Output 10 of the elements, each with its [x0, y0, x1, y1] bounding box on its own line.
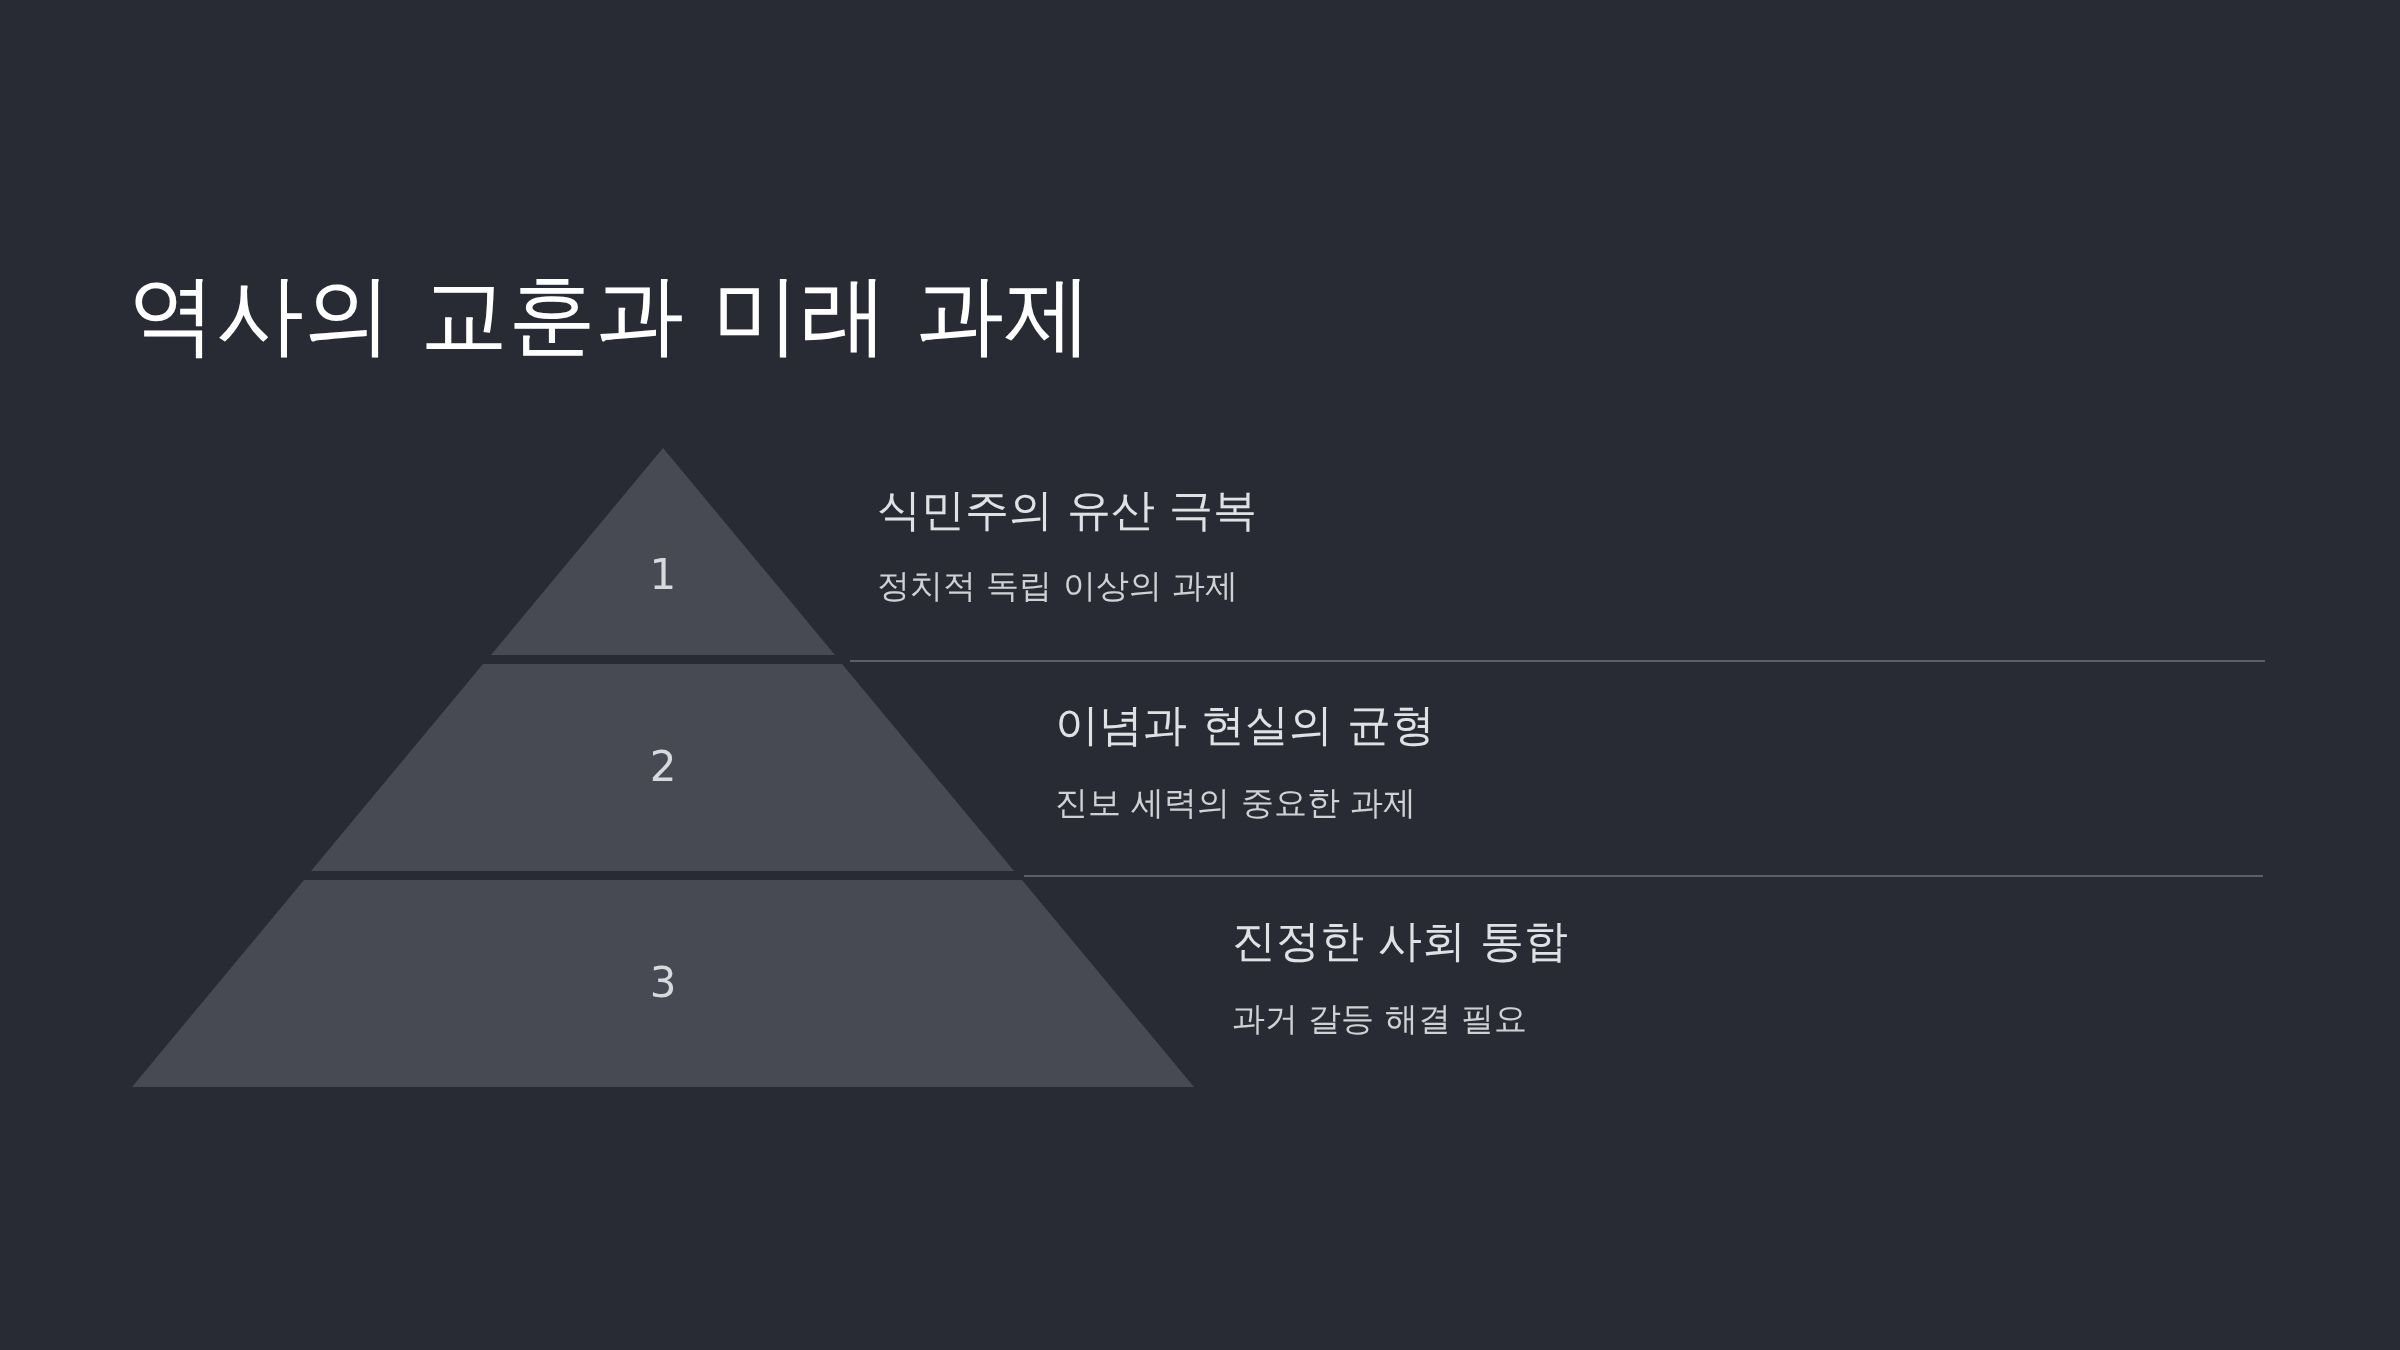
tier-heading: 식민주의 유산 극복 [877, 484, 1257, 537]
tier-description: 과거 갈등 해결 필요 [1232, 999, 1528, 1039]
tier-heading: 진정한 사회 통합 [1232, 915, 1568, 968]
tier-number: 3 [648, 962, 678, 1004]
tier-heading: 이념과 현실의 균형 [1055, 699, 1435, 752]
tier-description: 진보 세력의 중요한 과제 [1055, 783, 1417, 823]
tier-number: 1 [648, 554, 678, 596]
slide-title: 역사의 교훈과 미래 과제 [128, 262, 1092, 368]
tier-description: 정치적 독립 이상의 과제 [877, 566, 1239, 606]
tier-number: 2 [648, 746, 678, 788]
